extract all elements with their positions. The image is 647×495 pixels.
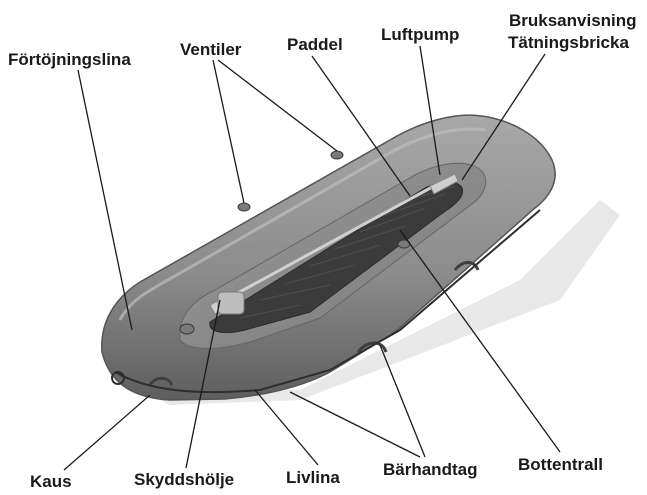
label-paddel: Paddel — [287, 35, 343, 55]
label-luftpump: Luftpump — [381, 25, 459, 45]
label-skyddsholje: Skyddshölje — [134, 470, 234, 490]
label-livlina: Livlina — [286, 468, 340, 488]
label-ventiler: Ventiler — [180, 40, 241, 60]
label-bottentrall: Bottentrall — [518, 455, 603, 475]
label-bruksanvisning: Bruksanvisning — [509, 11, 637, 31]
gear-bundle — [218, 292, 244, 314]
label-barhandtag: Bärhandtag — [383, 460, 477, 480]
label-tatningsbricka: Tätningsbricka — [508, 33, 629, 53]
label-kaus: Kaus — [30, 472, 72, 492]
label-fortojningslina: Förtöjningslina — [8, 50, 131, 70]
